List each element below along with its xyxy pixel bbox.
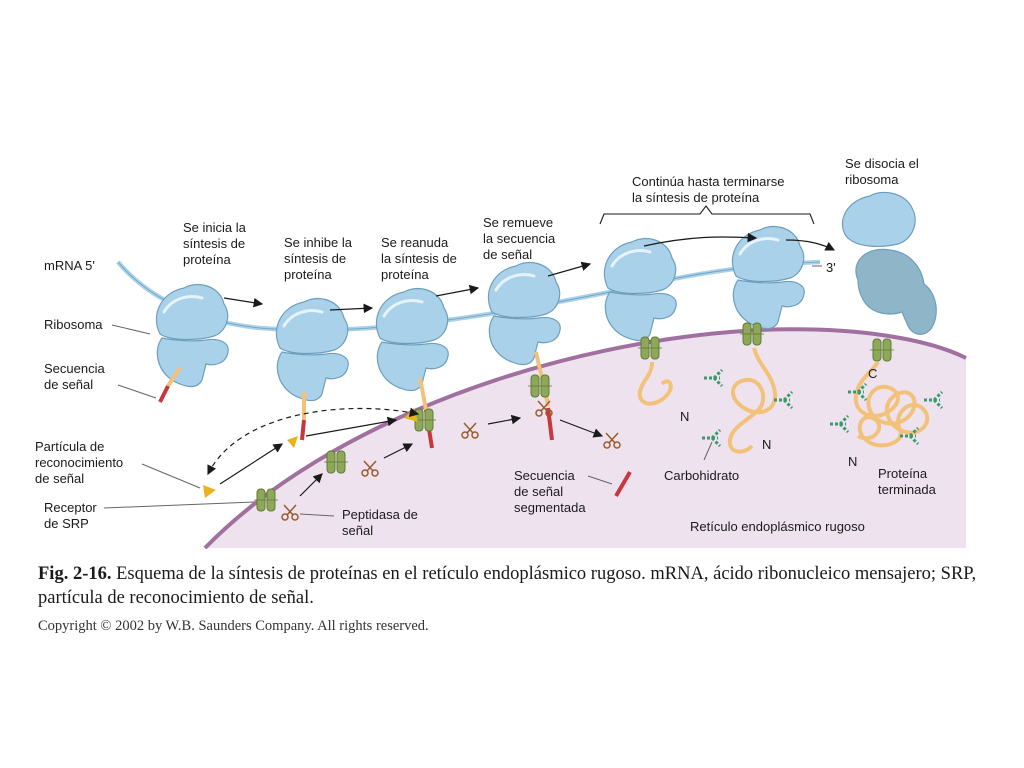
signal-sequence-1 — [158, 366, 182, 403]
c-terminus-label: C — [868, 366, 877, 381]
mrna-3-label: 3' — [826, 260, 836, 275]
srp-receptor-label: Receptor de SRP — [44, 500, 100, 531]
srp-particle-bound — [287, 436, 298, 448]
copyright-notice: Copyright © 2002 by W.B. Saunders Compan… — [38, 618, 429, 634]
ribosome-small-subunit — [841, 191, 916, 247]
arrow-srp-binding — [219, 443, 284, 485]
ribosome-6 — [730, 225, 806, 331]
arrow-step-6 — [785, 239, 836, 251]
arrow-receptor-1 — [299, 473, 323, 497]
leader-cleaved — [587, 475, 613, 485]
step1-label: Se inicia la síntesis de proteína — [183, 220, 250, 267]
signal-sequence-label: Secuencia de señal — [44, 361, 108, 392]
step3-label: Se reanuda la síntesis de proteína — [381, 235, 461, 282]
leader-carbohydrate — [703, 441, 713, 461]
figure-caption: Fig. 2-16. Esquema de la síntesis de pro… — [38, 562, 998, 610]
ribosome-4 — [486, 261, 562, 367]
leader-peptidase — [299, 513, 335, 517]
ribosome-2 — [274, 297, 350, 403]
arrow-step-1 — [223, 297, 264, 308]
arrow-srp-docking — [305, 416, 398, 437]
ribosome-label: Ribosoma — [44, 317, 103, 332]
step2-label: Se inhibe la síntesis de proteína — [284, 235, 356, 282]
arrow-peptidase — [487, 414, 522, 425]
polypeptide-chain-6 — [727, 347, 778, 454]
caption-text: Esquema de la síntesis de proteínas en e… — [38, 564, 977, 608]
figure-number: Fig. 2-16. — [38, 564, 112, 584]
carbohydrate-label: Carbohidrato — [664, 468, 739, 483]
ribosome-large-subunit — [855, 248, 937, 335]
finished-protein-label: Proteína terminada — [878, 466, 937, 497]
step6-label: Se disocia el ribosoma — [845, 156, 922, 187]
leader-srp — [141, 463, 201, 489]
n-terminus-label-1: N — [680, 409, 689, 424]
mrna-5-label: mRNA 5' — [44, 258, 95, 273]
arrow-srp-cycle — [207, 407, 420, 476]
er-label: Retículo endoplásmico rugoso — [690, 519, 865, 534]
srp-particle-free — [203, 485, 216, 498]
leader-signal — [117, 384, 157, 399]
cleaved-signal-sequence — [614, 470, 632, 498]
srp-particle-label: Partícula de reconocimiento de señal — [35, 439, 127, 486]
leader-ribosome — [111, 324, 151, 335]
ribosome-3 — [374, 287, 450, 393]
ribosome-5 — [602, 237, 678, 343]
step4-label: Se remueve la secuencia de señal — [483, 215, 559, 262]
er-lumen — [205, 329, 966, 548]
arrow-step-4 — [547, 261, 592, 277]
arrow-cleavage — [559, 419, 604, 438]
cleaved-signal-label: Secuencia de señal segmentada — [514, 468, 586, 515]
n-terminus-label-2: N — [762, 437, 771, 452]
arrow-step-5 — [643, 232, 758, 247]
bracket-continue — [599, 205, 815, 225]
step5-label: Continúa hasta terminarse la síntesis de… — [632, 174, 788, 205]
peptidase-label: Peptidasa de señal — [342, 507, 422, 538]
polypeptide-chain-5 — [637, 361, 673, 406]
ribosome-1 — [154, 283, 230, 389]
signal-sequence-2 — [300, 392, 306, 441]
n-terminus-label-3: N — [848, 454, 857, 469]
polypeptide-chain-finished — [853, 360, 930, 448]
arrow-step-2 — [329, 303, 374, 314]
arrow-step-3 — [435, 284, 480, 297]
protein-synthesis-diagram: mRNA 5' 3' Ribosoma Secuencia de señal P… — [35, 156, 967, 550]
leader-receptor — [103, 501, 255, 509]
arrow-receptor-2 — [383, 443, 414, 459]
